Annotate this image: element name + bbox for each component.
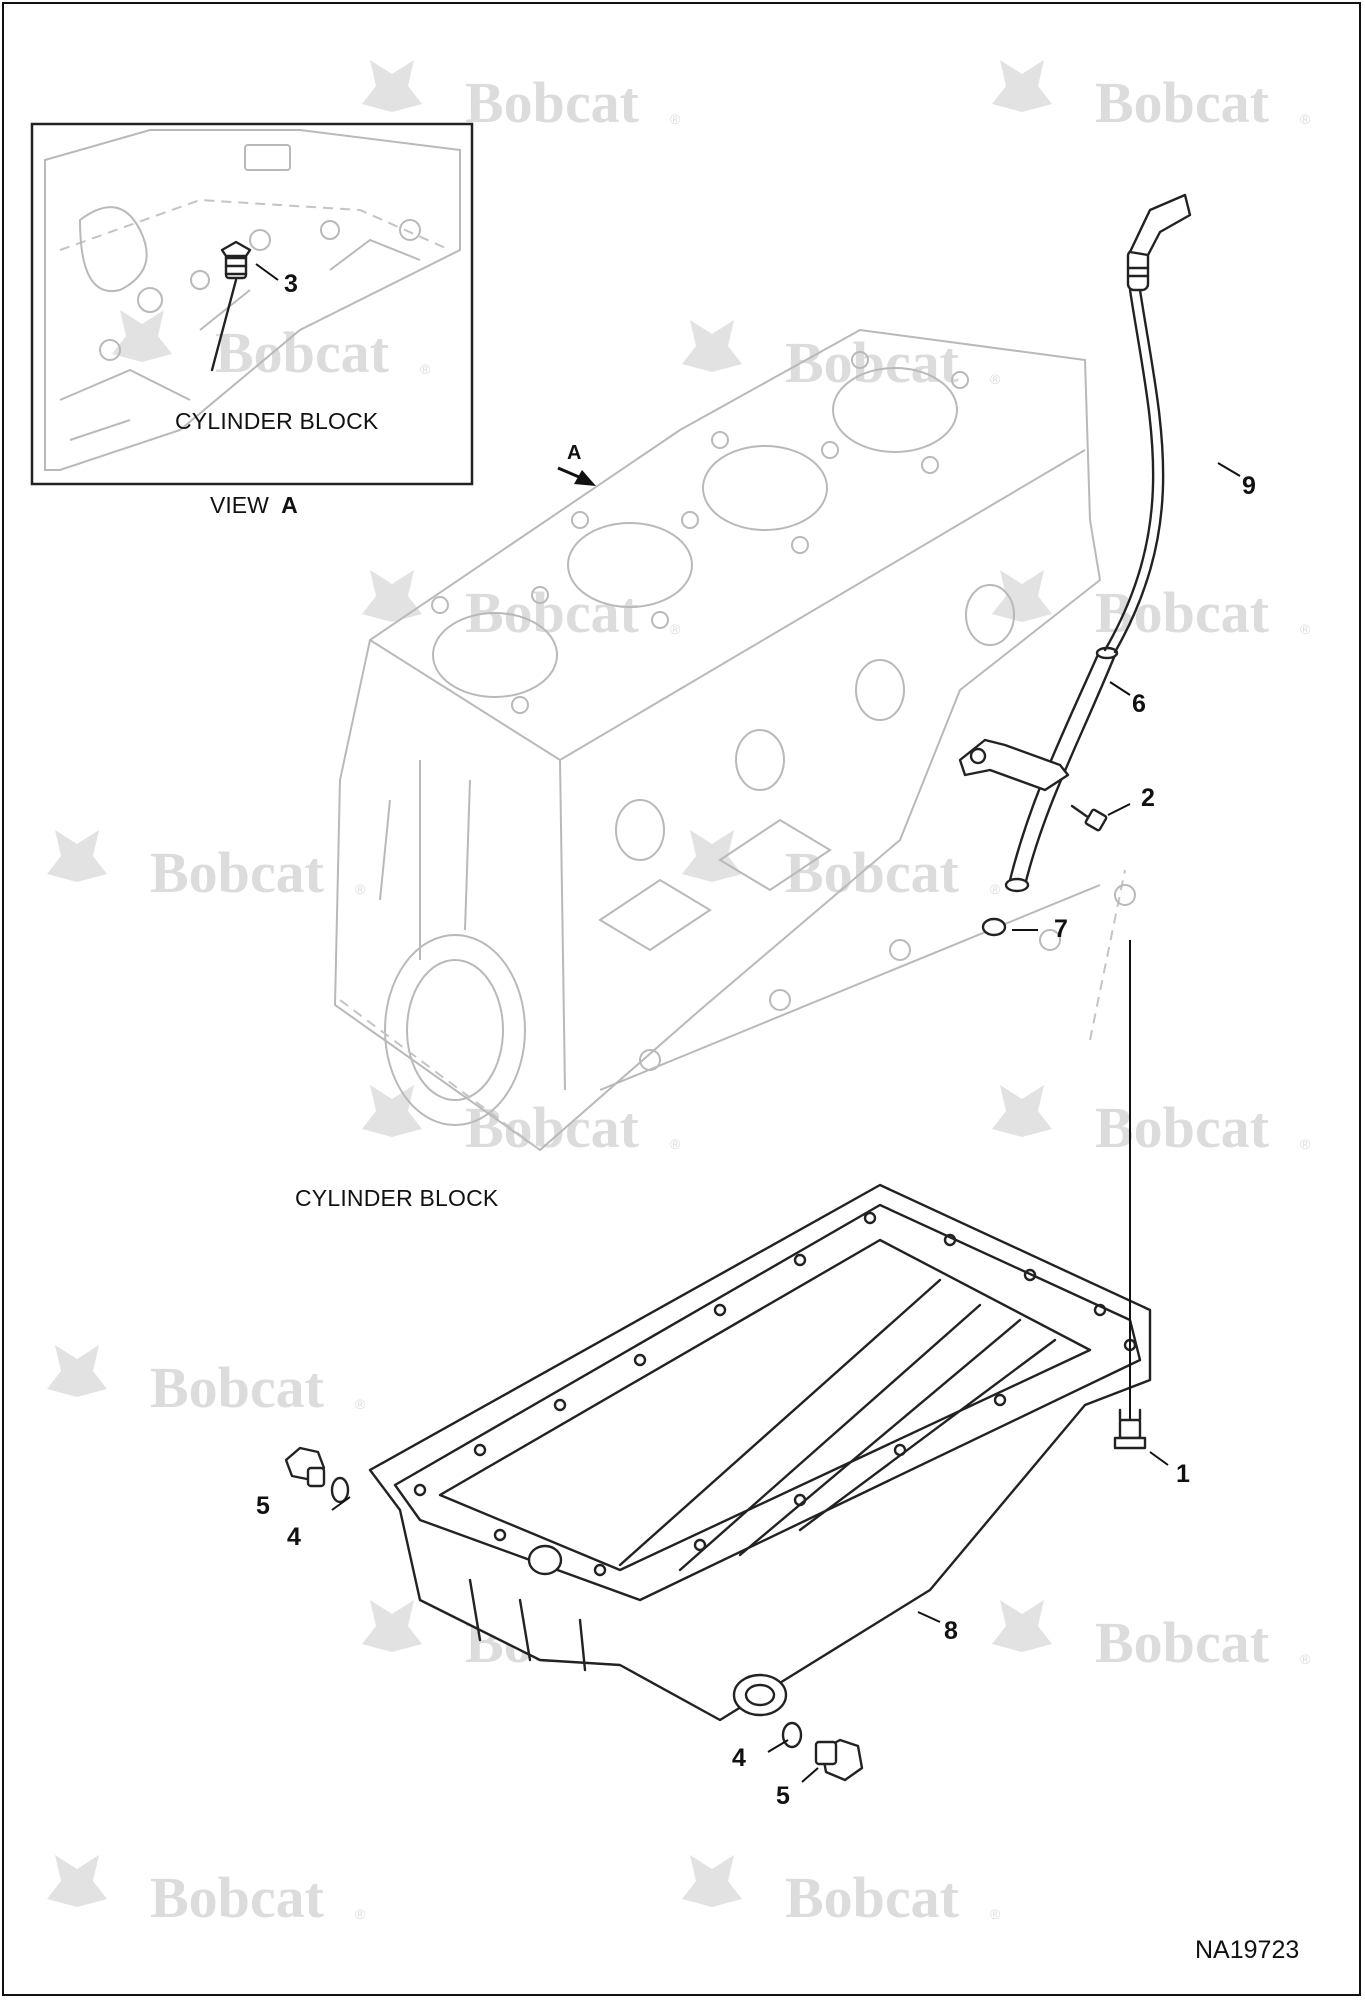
callout-9: 9 xyxy=(1242,472,1256,500)
leader-line-8 xyxy=(917,1611,941,1623)
watermark-logo: Bobcat ® xyxy=(992,60,1311,135)
inset-frame xyxy=(30,122,474,486)
inset-view-a xyxy=(30,122,474,486)
svg-text:Bobcat: Bobcat xyxy=(150,840,325,905)
callout-2: 2 xyxy=(1141,784,1155,812)
drawing-number: NA19723 xyxy=(1195,1936,1300,1964)
callout-5-left: 5 xyxy=(256,1492,270,1520)
leader-line-9 xyxy=(1217,462,1241,477)
o-ring-part-7 xyxy=(981,917,1007,937)
callout-7: 7 xyxy=(1054,915,1068,943)
leader-line-4-left xyxy=(331,1496,351,1511)
svg-text:Bobcat: Bobcat xyxy=(785,330,960,395)
callout-6: 6 xyxy=(1132,690,1146,718)
callout-3: 3 xyxy=(284,270,298,298)
svg-text:®: ® xyxy=(990,1906,1001,1922)
svg-text:Bobcat: Bobcat xyxy=(465,70,640,135)
callout-8: 8 xyxy=(944,1617,958,1645)
washer-part-4-right xyxy=(781,1721,803,1749)
svg-text:®: ® xyxy=(1300,621,1311,637)
inset-caption: CYLINDER BLOCK xyxy=(175,408,379,434)
inset-cylinder-block xyxy=(44,129,461,471)
svg-text:®: ® xyxy=(990,371,1001,387)
main-cylinder-block xyxy=(333,328,1136,1152)
tube-bracket xyxy=(958,738,1070,792)
leader-line-1 xyxy=(1149,1451,1169,1466)
watermark-logo: Bobcat ® xyxy=(682,320,1001,395)
leader-line-5-right xyxy=(801,1767,819,1783)
dipstick-part-9 xyxy=(1103,193,1192,654)
watermark-logo: Bobcat ® xyxy=(47,1855,366,1930)
svg-text:Bobcat: Bobcat xyxy=(215,320,390,385)
svg-text:®: ® xyxy=(1300,111,1311,127)
watermark-logo: Bobcat ® xyxy=(47,1345,366,1420)
watermark-logo: Bobcat ® xyxy=(682,830,1001,905)
leader-line-6 xyxy=(1109,681,1131,696)
svg-text:®: ® xyxy=(1300,1136,1311,1152)
watermark-logo: Bobcat ® xyxy=(112,310,431,385)
callout-1: 1 xyxy=(1176,1460,1190,1488)
view-word: VIEW xyxy=(210,492,269,518)
svg-text:®: ® xyxy=(355,1906,366,1922)
svg-text:Bobcat: Bobcat xyxy=(1095,70,1270,135)
svg-text:Bobcat: Bobcat xyxy=(1095,580,1270,645)
callout-4-right: 4 xyxy=(732,1744,746,1772)
svg-text:®: ® xyxy=(670,111,681,127)
watermark-logo: Bobcat ® xyxy=(362,570,681,645)
svg-text:Bobcat: Bobcat xyxy=(1095,1610,1270,1675)
leader-line-4-right xyxy=(767,1739,789,1753)
svg-text:Bobcat: Bobcat xyxy=(150,1865,325,1930)
svg-text:®: ® xyxy=(990,881,1001,897)
view-arrow-letter: A xyxy=(567,442,582,464)
inset-plug-part-3 xyxy=(210,240,252,372)
svg-text:®: ® xyxy=(670,1136,681,1152)
svg-text:Bobcat: Bobcat xyxy=(785,840,960,905)
oil-pan-part-8 xyxy=(368,1183,1152,1722)
leader-line-2 xyxy=(1107,803,1131,816)
svg-text:®: ® xyxy=(355,1396,366,1412)
leader-line-3 xyxy=(255,263,279,281)
bolt-part-2 xyxy=(1070,804,1108,832)
svg-text:®: ® xyxy=(670,621,681,637)
svg-text:Bobcat: Bobcat xyxy=(1095,1095,1270,1160)
drain-plug-part-5-left xyxy=(284,1446,326,1488)
svg-text:®: ® xyxy=(355,881,366,897)
view-letter: A xyxy=(281,492,298,518)
drain-plug-part-5-right xyxy=(814,1738,864,1782)
watermark-logo: Bobcat ® xyxy=(362,60,681,135)
svg-text:Bobcat: Bobcat xyxy=(150,1355,325,1420)
svg-text:Bobcat: Bobcat xyxy=(465,1095,640,1160)
watermark-logo: Bobcat ® xyxy=(682,1855,1001,1930)
callout-4-left: 4 xyxy=(287,1523,301,1551)
view-a-arrow xyxy=(557,466,596,486)
watermark-logo: Bobcat ® xyxy=(992,1600,1311,1675)
svg-text:®: ® xyxy=(1300,1651,1311,1667)
svg-text:Bobcat: Bobcat xyxy=(785,1865,960,1930)
pan-bolt-part-1 xyxy=(1113,940,1147,1450)
callout-5-right: 5 xyxy=(776,1782,790,1810)
watermark-logo: Bobcat ® xyxy=(992,570,1311,645)
watermark-logo: Bobcat ® xyxy=(362,1085,681,1160)
washer-part-4-left xyxy=(330,1476,350,1504)
view-a-label: VIEW A xyxy=(210,492,298,519)
watermark-logo: Bobcat ® xyxy=(992,1085,1311,1160)
leader-lines xyxy=(331,462,1241,1783)
block-caption: CYLINDER BLOCK xyxy=(295,1185,499,1211)
watermark-logo: Bobcat ® xyxy=(47,830,366,905)
svg-text:®: ® xyxy=(420,361,431,377)
